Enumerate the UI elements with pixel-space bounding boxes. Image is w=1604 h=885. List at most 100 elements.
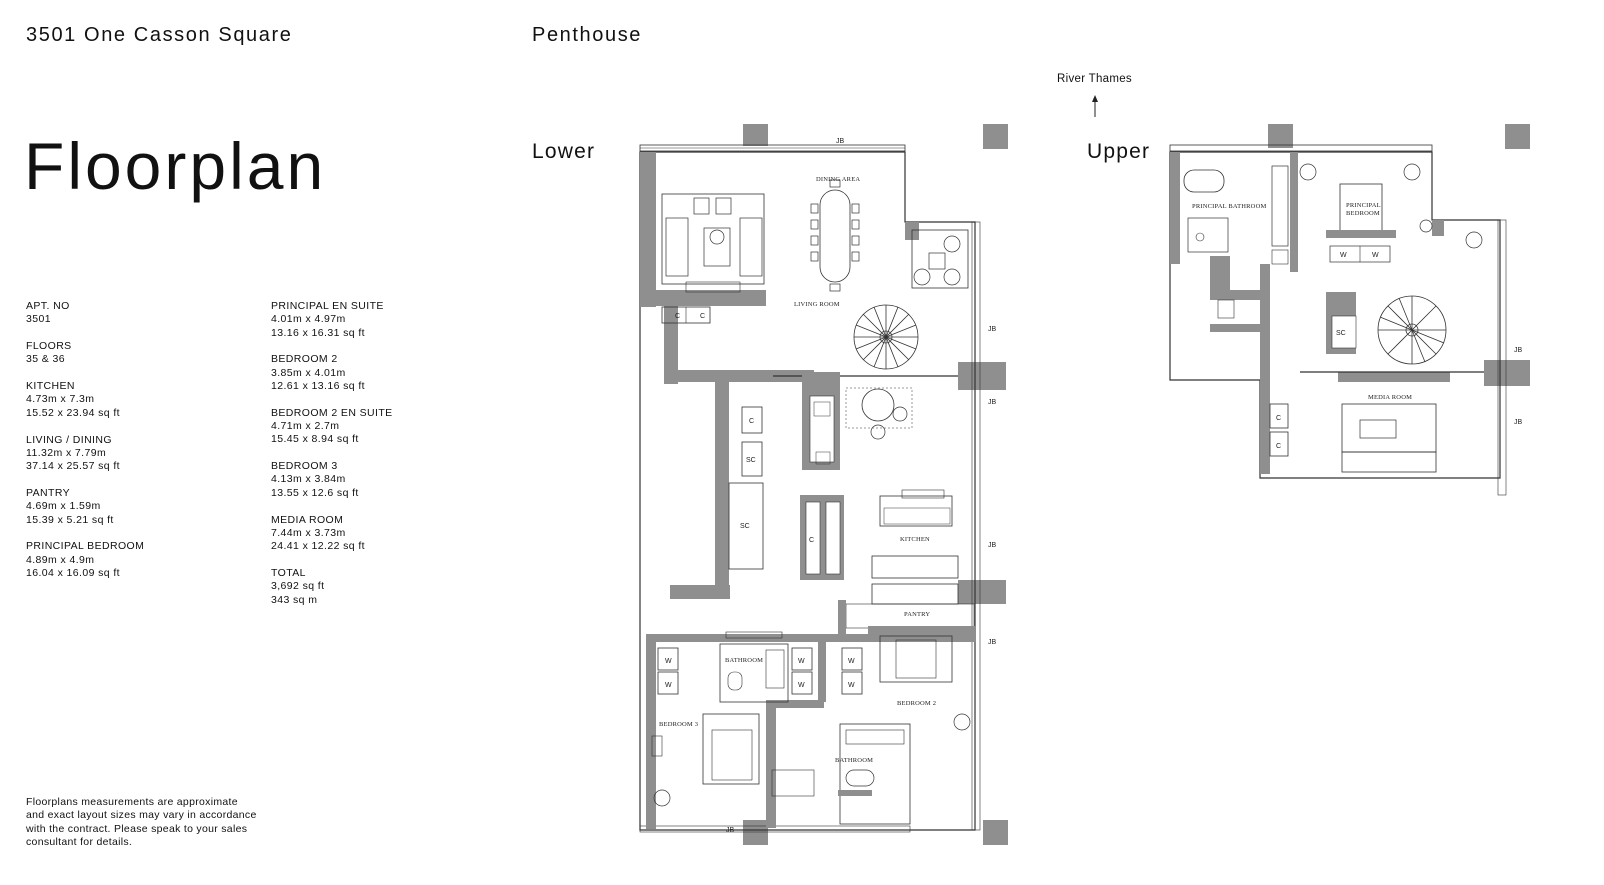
wardrobe-label: W [665,658,672,665]
upper-floor-plan: W W SC C C PRINCIPAL BATH [1169,124,1530,496]
spec-label: BEDROOM 2 EN SUITE [271,406,393,419]
room-label-principal-bedroom: PRINCIPAL [1346,202,1381,209]
cupboard-label: C [700,313,705,320]
upper-level-label: Upper [1087,140,1151,163]
wardrobe-label: W [798,682,805,689]
cupboard-label: C [675,313,680,320]
spec-value: 4.01m x 4.97m [271,313,346,326]
spec-label: PRINCIPAL BEDROOM [26,540,145,553]
spec-value: 13.55 x 12.6 sq ft [271,486,359,499]
wardrobe-label: W [848,682,855,689]
spec-label: APT. NO [26,300,70,312]
jb-label: JB [988,399,997,406]
jb-label: JB [988,639,997,646]
spec-value: 12.61 x 13.16 sq ft [271,379,365,392]
jb-label: JB [988,542,997,549]
wardrobe-label: W [1372,252,1379,259]
wardrobe-label: W [798,658,805,665]
spec-value: 15.39 x 5.21 sq ft [26,513,114,526]
spec-label: BEDROOM 3 [271,460,338,473]
spec-value: 7.44m x 3.73m [271,526,346,539]
spec-value: 4.69m x 1.59m [26,500,101,513]
spec-label: PANTRY [26,486,71,499]
spec-value: 15.52 x 23.94 sq ft [26,406,120,419]
lower-level-label: Lower [532,140,596,163]
spec-label: LIVING / DINING [26,433,112,446]
jb-label: JB [1514,347,1523,354]
north-arrow-icon [1092,95,1098,117]
room-label-dining: DINING AREA [816,176,860,183]
spiral-staircase [853,304,919,370]
jb-label: JB [1514,419,1523,426]
spec-value: 37.14 x 25.57 sq ft [26,460,120,473]
wardrobe-label: W [848,658,855,665]
lower-floor-plan: C C C SC SC C [639,124,1008,845]
room-label-bathroom: BATHROOM [835,757,873,764]
disclaimer-note: Floorplans measurements are approximate … [26,796,257,848]
spec-value: 11.32m x 7.79m [26,446,107,459]
spec-value: 13.16 x 16.31 sq ft [271,326,365,339]
spec-value: 4.13m x 3.84m [271,473,346,486]
structural-column [743,820,768,845]
spec-value: 4.73m x 7.3m [26,393,95,406]
spec-value: 343 sq m [271,593,318,606]
jb-label: JB [836,138,845,145]
cupboard-label: C [1276,443,1281,450]
spec-label: MEDIA ROOM [271,513,344,526]
spec-label: TOTAL [271,566,306,579]
service-cupboard-label: SC [1336,330,1346,337]
structural-column [983,820,1008,845]
apartment-address: 3501 One Casson Square [26,24,293,46]
page-title: Floorplan [24,129,327,203]
structural-column [1484,360,1530,386]
room-label-living: LIVING ROOM [794,301,840,308]
wardrobe-label: W [665,682,672,689]
orientation-label: River Thames [1057,73,1132,85]
apartment-type: Penthouse [532,24,643,46]
spec-value: 3,692 sq ft [271,580,325,593]
spec-value: 3.85m x 4.01m [271,366,346,379]
jb-label: JB [988,326,997,333]
spec-value: 16.04 x 16.09 sq ft [26,566,120,579]
structural-column [983,124,1008,149]
spec-value: 3501 [26,313,51,326]
structural-column [1505,124,1530,149]
room-label-bedroom2: BEDROOM 2 [897,700,936,707]
wardrobe-label: W [1340,252,1347,259]
spec-value: 15.45 x 8.94 sq ft [271,433,359,446]
spec-label: BEDROOM 2 [271,353,338,366]
room-label-pantry: PANTRY [904,611,930,618]
structural-column [1268,124,1293,148]
spec-value: 24.41 x 12.22 sq ft [271,540,365,553]
spec-label: FLOORS [26,340,72,353]
spec-label: KITCHEN [26,380,75,393]
spiral-staircase [1377,295,1447,365]
cupboard-label: C [809,537,814,544]
structural-column [743,124,768,146]
spec-value: 4.71m x 2.7m [271,420,340,433]
spec-value: 35 & 36 [26,353,65,366]
spec-value: 4.89m x 4.9m [26,553,95,566]
cupboard-label: C [749,418,754,425]
structural-column [958,580,1006,604]
room-label-bedroom3: BEDROOM 3 [659,721,698,728]
jb-label: JB [726,827,735,834]
cupboard-label: C [1276,415,1281,422]
room-label-principal-bathroom: PRINCIPAL BATHROOM [1192,203,1266,210]
structural-column [958,362,1006,390]
